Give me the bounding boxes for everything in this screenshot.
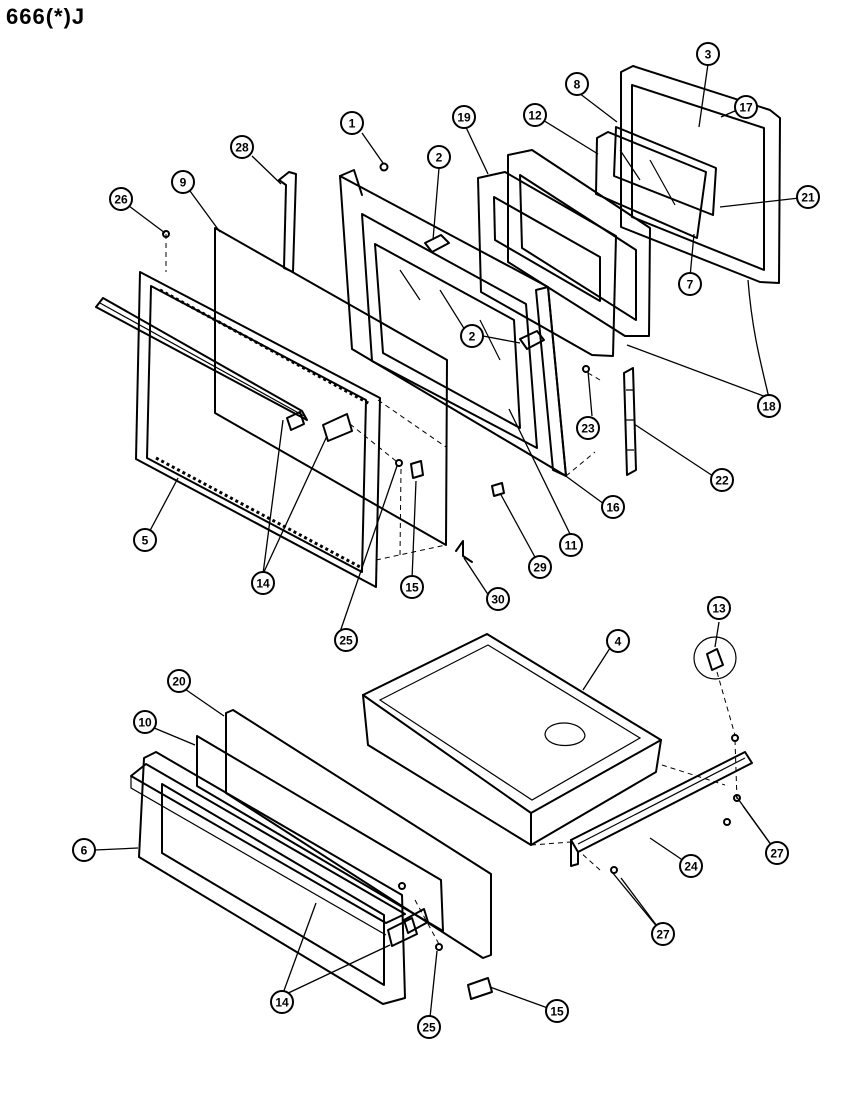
svg-text:12: 12 [528, 109, 542, 123]
svg-text:27: 27 [656, 928, 670, 942]
drawer-glass [196, 735, 444, 932]
inner-door-liner [339, 169, 567, 477]
callout-7: 7 [678, 272, 702, 296]
svg-text:2: 2 [436, 151, 443, 165]
handle-brackets [286, 411, 353, 442]
svg-text:3: 3 [705, 48, 712, 62]
callout-4: 4 [606, 629, 630, 653]
svg-text:30: 30 [491, 593, 505, 607]
callout-23: 23 [576, 416, 600, 440]
svg-text:15: 15 [405, 581, 419, 595]
svg-text:8: 8 [574, 78, 581, 92]
svg-text:13: 13 [712, 602, 726, 616]
outer-door-frame [135, 271, 381, 588]
svg-text:2: 2 [469, 330, 476, 344]
svg-text:28: 28 [235, 141, 249, 155]
callout-17: 17 [734, 95, 758, 119]
callout-2-top: 2 [427, 145, 451, 169]
callout-21: 21 [796, 185, 820, 209]
svg-text:25: 25 [422, 1021, 436, 1035]
svg-text:15: 15 [550, 1005, 564, 1019]
callout-14-lower: 14 [270, 990, 294, 1014]
svg-text:29: 29 [533, 561, 547, 575]
inner-glass-frame [507, 149, 651, 337]
svg-text:14: 14 [275, 996, 289, 1010]
mounting-bracket [623, 367, 637, 476]
callout-3: 3 [696, 42, 720, 66]
svg-text:21: 21 [801, 191, 815, 205]
callout-16: 16 [601, 495, 625, 519]
svg-text:16: 16 [606, 501, 620, 515]
svg-text:25: 25 [339, 634, 353, 648]
svg-text:4: 4 [615, 635, 622, 649]
leader-lines [94, 63, 809, 1028]
callout-24: 24 [679, 854, 703, 878]
svg-text:19: 19 [457, 111, 471, 125]
svg-text:7: 7 [687, 278, 694, 292]
callout-27-right: 27 [765, 841, 789, 865]
drawer-front-frame [130, 751, 406, 1005]
detail-circle [693, 636, 737, 680]
svg-text:23: 23 [581, 422, 595, 436]
callout-19: 19 [452, 105, 476, 129]
callout-15-upper: 15 [400, 575, 424, 599]
callout-11: 11 [559, 533, 583, 557]
callout-13: 13 [707, 596, 731, 620]
door-handle [95, 297, 308, 421]
callout-9: 9 [171, 170, 195, 194]
page-title: 666(*)J [6, 4, 86, 29]
svg-text:24: 24 [684, 860, 698, 874]
callout-10: 10 [133, 710, 157, 734]
svg-text:27: 27 [770, 847, 784, 861]
hinge-clips [424, 234, 545, 350]
svg-text:10: 10 [138, 716, 152, 730]
guide-lines [165, 234, 738, 947]
back-panel [620, 65, 781, 284]
svg-text:17: 17 [739, 101, 753, 115]
svg-text:14: 14 [256, 577, 270, 591]
callout-8: 8 [565, 72, 589, 96]
callout-6: 6 [72, 838, 96, 862]
svg-text:1: 1 [349, 117, 356, 131]
callout-29: 29 [528, 555, 552, 579]
callout-28: 28 [230, 135, 254, 159]
svg-text:18: 18 [762, 400, 776, 414]
callout-2-mid: 2 [460, 324, 484, 348]
callout-20: 20 [167, 669, 191, 693]
svg-text:20: 20 [172, 675, 186, 689]
svg-text:5: 5 [142, 534, 149, 548]
callout-27-bottom: 27 [651, 922, 675, 946]
callout-15-lower: 15 [545, 999, 569, 1023]
drawer-brackets [387, 908, 429, 947]
svg-text:6: 6 [81, 844, 88, 858]
small-parts [162, 162, 590, 563]
glass-pane [595, 126, 717, 239]
svg-text:22: 22 [715, 474, 729, 488]
callout-30: 30 [486, 587, 510, 611]
svg-text:11: 11 [565, 539, 578, 553]
vent-frame [477, 171, 617, 357]
svg-text:26: 26 [114, 193, 128, 207]
svg-text:9: 9 [180, 176, 187, 190]
callout-5: 5 [133, 528, 157, 552]
callout-1: 1 [340, 111, 364, 135]
callout-14-upper: 14 [251, 571, 275, 595]
callout-18: 18 [757, 394, 781, 418]
callout-26: 26 [109, 187, 133, 211]
drawer-box [362, 633, 662, 846]
drawer-slide-rail [570, 751, 753, 867]
callout-25-upper: 25 [334, 628, 358, 652]
callout-22: 22 [710, 468, 734, 492]
callout-25-lower: 25 [417, 1015, 441, 1039]
drawer-small-parts [398, 648, 741, 1000]
trim-strip [278, 171, 297, 273]
callout-12: 12 [523, 103, 547, 127]
